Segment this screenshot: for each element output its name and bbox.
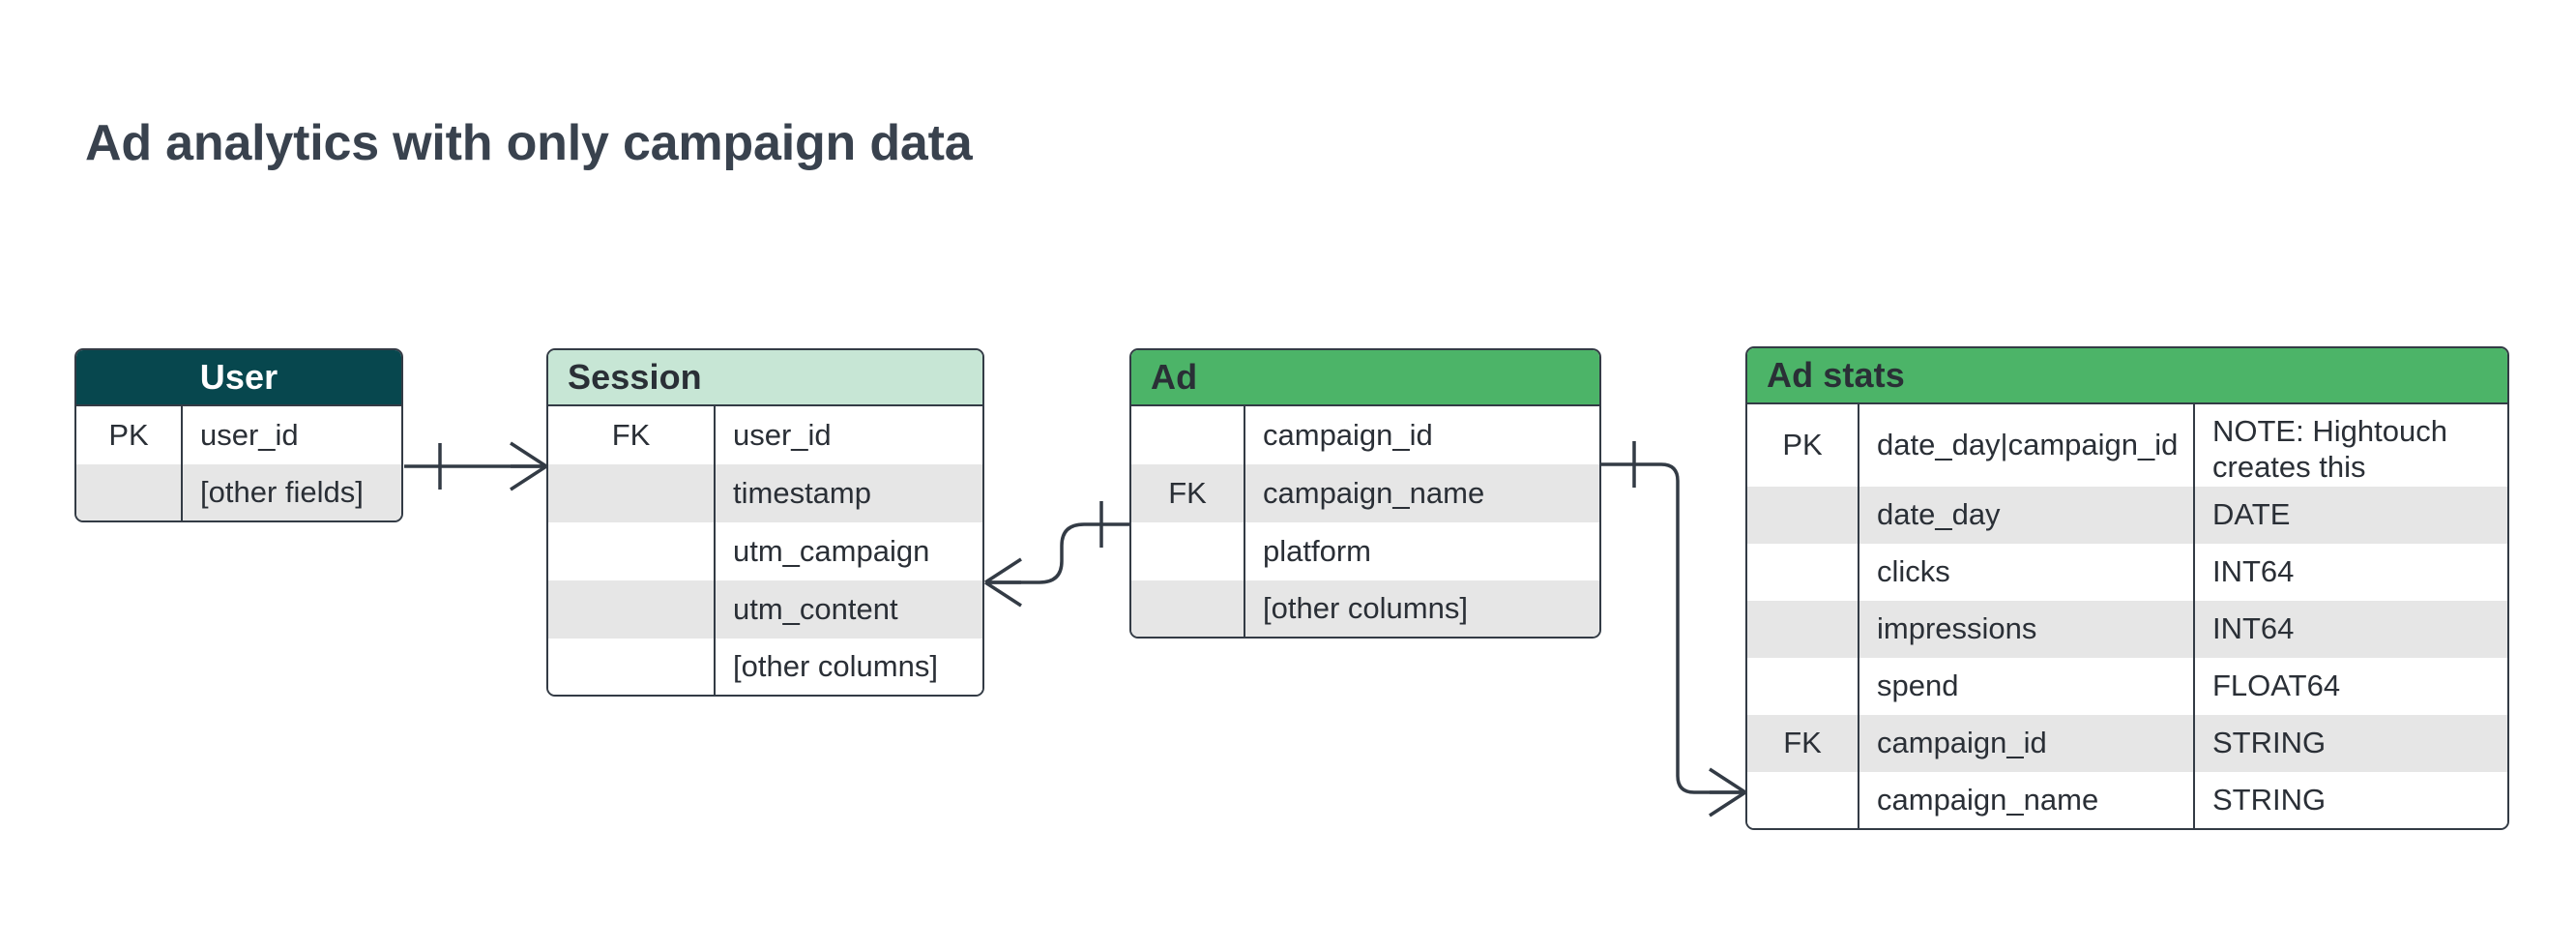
entity-ad-header: Ad [1131,350,1599,406]
row-field: campaign_name [1877,782,2099,817]
row-type: INT64 [2193,544,2507,601]
table-row[interactable]: [other fields] [76,464,401,520]
row-field: campaign_id [1263,417,1433,452]
row-key [548,580,716,639]
row-field: utm_campaign [733,533,930,568]
row-field: spend [1877,669,1959,703]
row-field: [other columns] [733,648,938,683]
row-field: date_day|campaign_id [1877,428,2179,462]
row-field: clicks [1877,554,1950,589]
table-row[interactable]: campaign_id [1131,406,1599,464]
table-row[interactable]: campaign_name STRING [1747,772,2507,828]
table-row[interactable]: utm_content [548,580,982,639]
row-key [1131,522,1245,580]
row-key [1131,406,1245,464]
row-key [1747,487,1859,544]
row-key: PK [76,406,183,464]
row-field: [other fields] [200,474,364,509]
relationship-user-session [404,441,547,491]
entity-ad-rows: campaign_id FK campaign_name platform [o… [1131,406,1599,637]
row-key [1131,580,1245,637]
row-key: PK [1747,404,1859,487]
relationship-session-ad [984,501,1129,608]
row-type-text: NOTE: Hightouch creates this [2212,414,2447,484]
table-row[interactable]: platform [1131,522,1599,580]
row-key: FK [1131,464,1245,522]
row-type: DATE [2193,487,2507,544]
entity-session-rows: FK user_id timestamp utm_campaign utm_co… [548,406,982,695]
table-row[interactable]: utm_campaign [548,522,982,580]
table-row[interactable]: impressions INT64 [1747,601,2507,658]
row-type-text: INT64 [2212,611,2295,646]
row-field: date_day [1877,497,2001,532]
table-row[interactable]: [other columns] [1131,580,1599,637]
row-key [76,464,183,520]
relationship-ad-adstats [1601,441,1746,817]
row-type: STRING [2193,772,2507,828]
row-type: INT64 [2193,601,2507,658]
entity-session-header: Session [548,350,982,406]
row-key [1747,772,1859,828]
page-title: Ad analytics with only campaign data [85,115,973,171]
table-row[interactable]: clicks INT64 [1747,544,2507,601]
row-field: timestamp [733,475,871,510]
row-type: FLOAT64 [2193,658,2507,715]
table-row[interactable]: [other columns] [548,639,982,695]
table-row[interactable]: FK campaign_name [1131,464,1599,522]
entity-user-rows: PK user_id [other fields] [76,406,401,520]
row-key: FK [548,406,716,464]
row-field: campaign_id [1877,726,2047,760]
table-row[interactable]: spend FLOAT64 [1747,658,2507,715]
row-field: [other columns] [1263,590,1468,625]
entity-session[interactable]: Session FK user_id timestamp utm_campaig… [546,348,984,697]
table-row[interactable]: FK campaign_id STRING [1747,715,2507,772]
row-type: STRING [2193,715,2507,772]
entity-user[interactable]: User PK user_id [other fields] [74,348,403,522]
row-type-text: STRING [2212,782,2327,817]
row-field: impressions [1877,611,2037,646]
row-type-text: FLOAT64 [2212,669,2341,703]
table-row[interactable]: PK date_day|campaign_id NOTE: Hightouch … [1747,404,2507,487]
row-type-text: INT64 [2212,554,2295,589]
row-key [1747,658,1859,715]
row-field: utm_content [733,591,898,626]
row-key: FK [1747,715,1859,772]
row-type: NOTE: Hightouch creates this [2193,404,2507,487]
row-type-text: DATE [2212,497,2291,532]
entity-ad[interactable]: Ad campaign_id FK campaign_name platform… [1129,348,1601,639]
entity-ad-stats-header: Ad stats [1747,348,2507,404]
row-key [548,464,716,522]
row-key [1747,544,1859,601]
table-row[interactable]: timestamp [548,464,982,522]
table-row[interactable]: PK user_id [76,406,401,464]
row-field: platform [1263,533,1371,568]
entity-user-header: User [76,350,401,406]
row-type-text: STRING [2212,726,2327,760]
row-key [1747,601,1859,658]
row-key [548,639,716,695]
row-key [548,522,716,580]
row-field: campaign_name [1263,475,1485,510]
row-field: user_id [733,417,832,452]
row-field: user_id [200,417,299,452]
entity-ad-stats-rows: PK date_day|campaign_id NOTE: Hightouch … [1747,404,2507,828]
table-row[interactable]: FK user_id [548,406,982,464]
entity-ad-stats[interactable]: Ad stats PK date_day|campaign_id NOTE: H… [1745,346,2509,830]
table-row[interactable]: date_day DATE [1747,487,2507,544]
